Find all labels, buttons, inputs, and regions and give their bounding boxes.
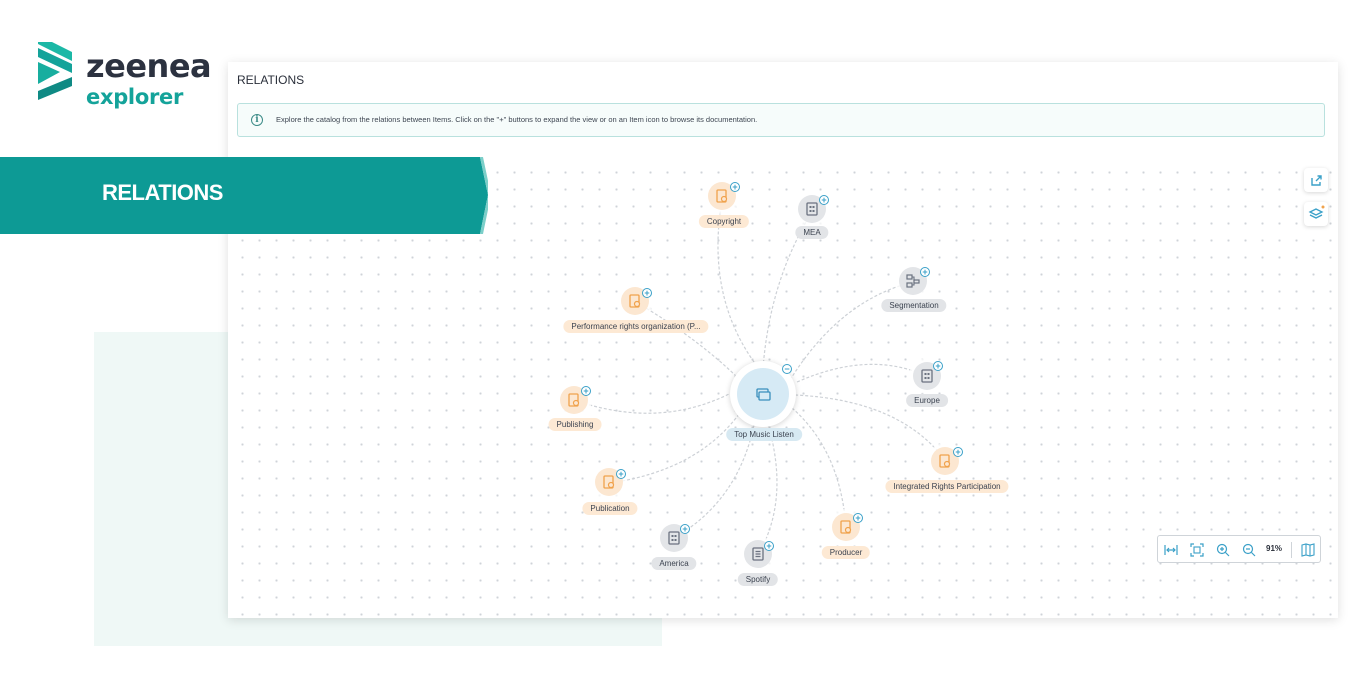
document-icon: [716, 189, 728, 203]
zoom-out-icon[interactable]: [1241, 542, 1257, 558]
expand-publication-button[interactable]: +: [616, 469, 626, 479]
zoom-level: 91%: [1266, 544, 1283, 553]
building-icon: [668, 531, 680, 545]
layers-icon: [1308, 205, 1325, 219]
building-icon: [921, 369, 933, 383]
node-label-copyright: Copyright: [698, 215, 750, 228]
fit-width-icon[interactable]: [1163, 542, 1179, 558]
relations-ribbon: [0, 157, 488, 234]
expand-publishing-button[interactable]: +: [581, 386, 591, 396]
expand-spotify-button[interactable]: +: [764, 541, 774, 551]
panel-title: RELATIONS: [237, 73, 305, 87]
layers-button[interactable]: [1304, 202, 1328, 226]
dataset-icon: [756, 388, 771, 401]
expand-segmentation-button[interactable]: +: [920, 267, 930, 277]
info-icon: i: [251, 114, 263, 126]
center-node-inner: [737, 368, 789, 420]
node-label-spotify: Spotify: [737, 573, 779, 586]
node-label-integrated-rights: Integrated Rights Participation: [885, 480, 1009, 493]
info-banner: i Explore the catalog from the relations…: [237, 103, 1325, 137]
expand-producer-button[interactable]: +: [853, 513, 863, 523]
zeenea-logo-mark: [38, 42, 72, 100]
node-label-america: America: [651, 557, 697, 570]
expand-america-button[interactable]: +: [680, 524, 690, 534]
expand-performance-rights-button[interactable]: +: [642, 288, 652, 298]
collapse-center-button[interactable]: −: [782, 364, 792, 374]
info-text: Explore the catalog from the relations b…: [276, 115, 758, 124]
document-icon: [629, 294, 641, 308]
document-icon: [603, 475, 615, 489]
zoom-in-icon[interactable]: [1215, 542, 1231, 558]
document-icon: [939, 454, 951, 468]
node-label-publication: Publication: [582, 502, 638, 515]
node-label-performance-rights: Performance rights organization (P...: [563, 320, 709, 333]
share-icon: [1311, 175, 1322, 186]
node-label-producer: Producer: [821, 546, 871, 559]
node-label-publishing: Publishing: [548, 418, 602, 431]
toolbar-divider: [1291, 542, 1292, 558]
fit-screen-icon[interactable]: [1189, 542, 1205, 558]
zeenea-explorer-logo: zeenea explorer: [38, 42, 218, 108]
logo-product-name: explorer: [86, 85, 184, 109]
map-icon[interactable]: [1300, 542, 1316, 558]
building-icon: [806, 202, 818, 216]
expand-europe-button[interactable]: +: [933, 361, 943, 371]
zoom-toolbar: 91%: [1157, 535, 1321, 563]
share-button[interactable]: [1304, 168, 1328, 192]
node-label-segmentation: Segmentation: [881, 299, 947, 312]
logo-wordmark: zeenea: [86, 47, 212, 85]
center-node-label: Top Music Listen: [726, 428, 802, 441]
document-icon: [568, 393, 580, 407]
expand-mea-button[interactable]: +: [819, 195, 829, 205]
expand-integrated-rights-button[interactable]: +: [953, 447, 963, 457]
document-icon: [840, 520, 852, 534]
node-label-europe: Europe: [906, 394, 948, 407]
ribbon-title: RELATIONS: [102, 180, 223, 205]
list-icon: [752, 547, 764, 561]
node-copyright[interactable]: [708, 182, 736, 210]
expand-copyright-button[interactable]: +: [730, 182, 740, 192]
node-label-mea: MEA: [795, 226, 829, 239]
hierarchy-icon: [906, 274, 920, 288]
